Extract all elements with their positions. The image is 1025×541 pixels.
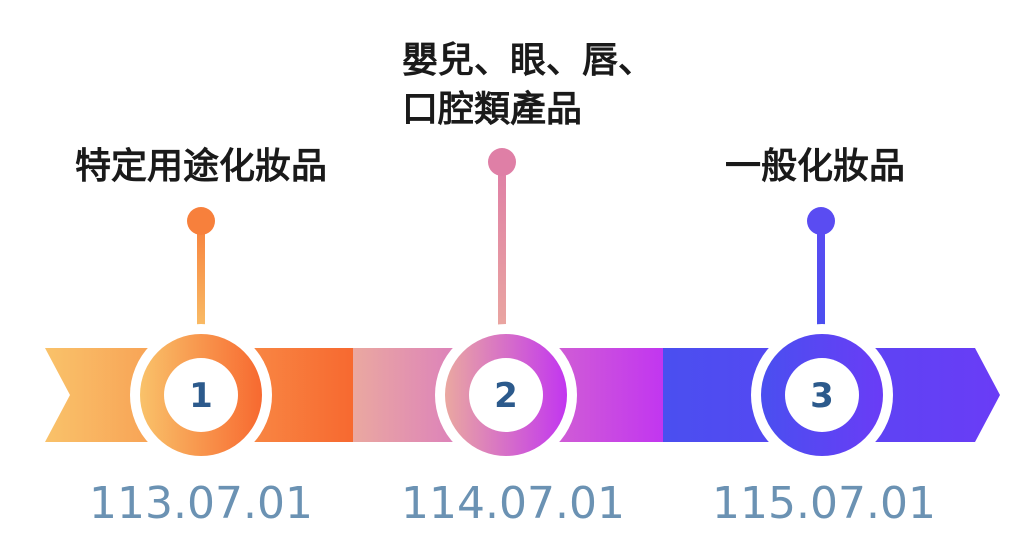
stage-2-stem — [498, 162, 506, 339]
stage-1-date: 113.07.01 — [89, 478, 313, 529]
stage-3-stem — [817, 221, 825, 339]
stage-1-stem — [197, 221, 205, 339]
stage-2-number: 2 — [494, 376, 518, 416]
stage-1-title: 特定用途化妝品 — [75, 145, 327, 187]
stage-1-number: 1 — [189, 376, 213, 416]
stage-3-number: 3 — [810, 376, 834, 416]
stage-3-dot — [807, 207, 835, 235]
stage-1: 1 特定用途化妝品 113.07.01 — [75, 145, 327, 529]
stage-2-title: 嬰兒、眼、唇、 口腔類產品 — [402, 40, 667, 130]
stage-3-node-center — [785, 358, 859, 432]
stage-1-dot — [187, 207, 215, 235]
stage-2: 2 嬰兒、眼、唇、 口腔類產品 114.07.01 — [401, 40, 667, 529]
stage-2-dot — [488, 148, 516, 176]
stage-3-date: 115.07.01 — [712, 478, 936, 529]
stage-3: 3 一般化妝品 115.07.01 — [712, 146, 936, 529]
stage-1-node-center — [164, 358, 238, 432]
stage-3-title: 一般化妝品 — [725, 146, 905, 187]
stage-2-date: 114.07.01 — [401, 478, 625, 529]
stage-2-node-center — [469, 358, 543, 432]
